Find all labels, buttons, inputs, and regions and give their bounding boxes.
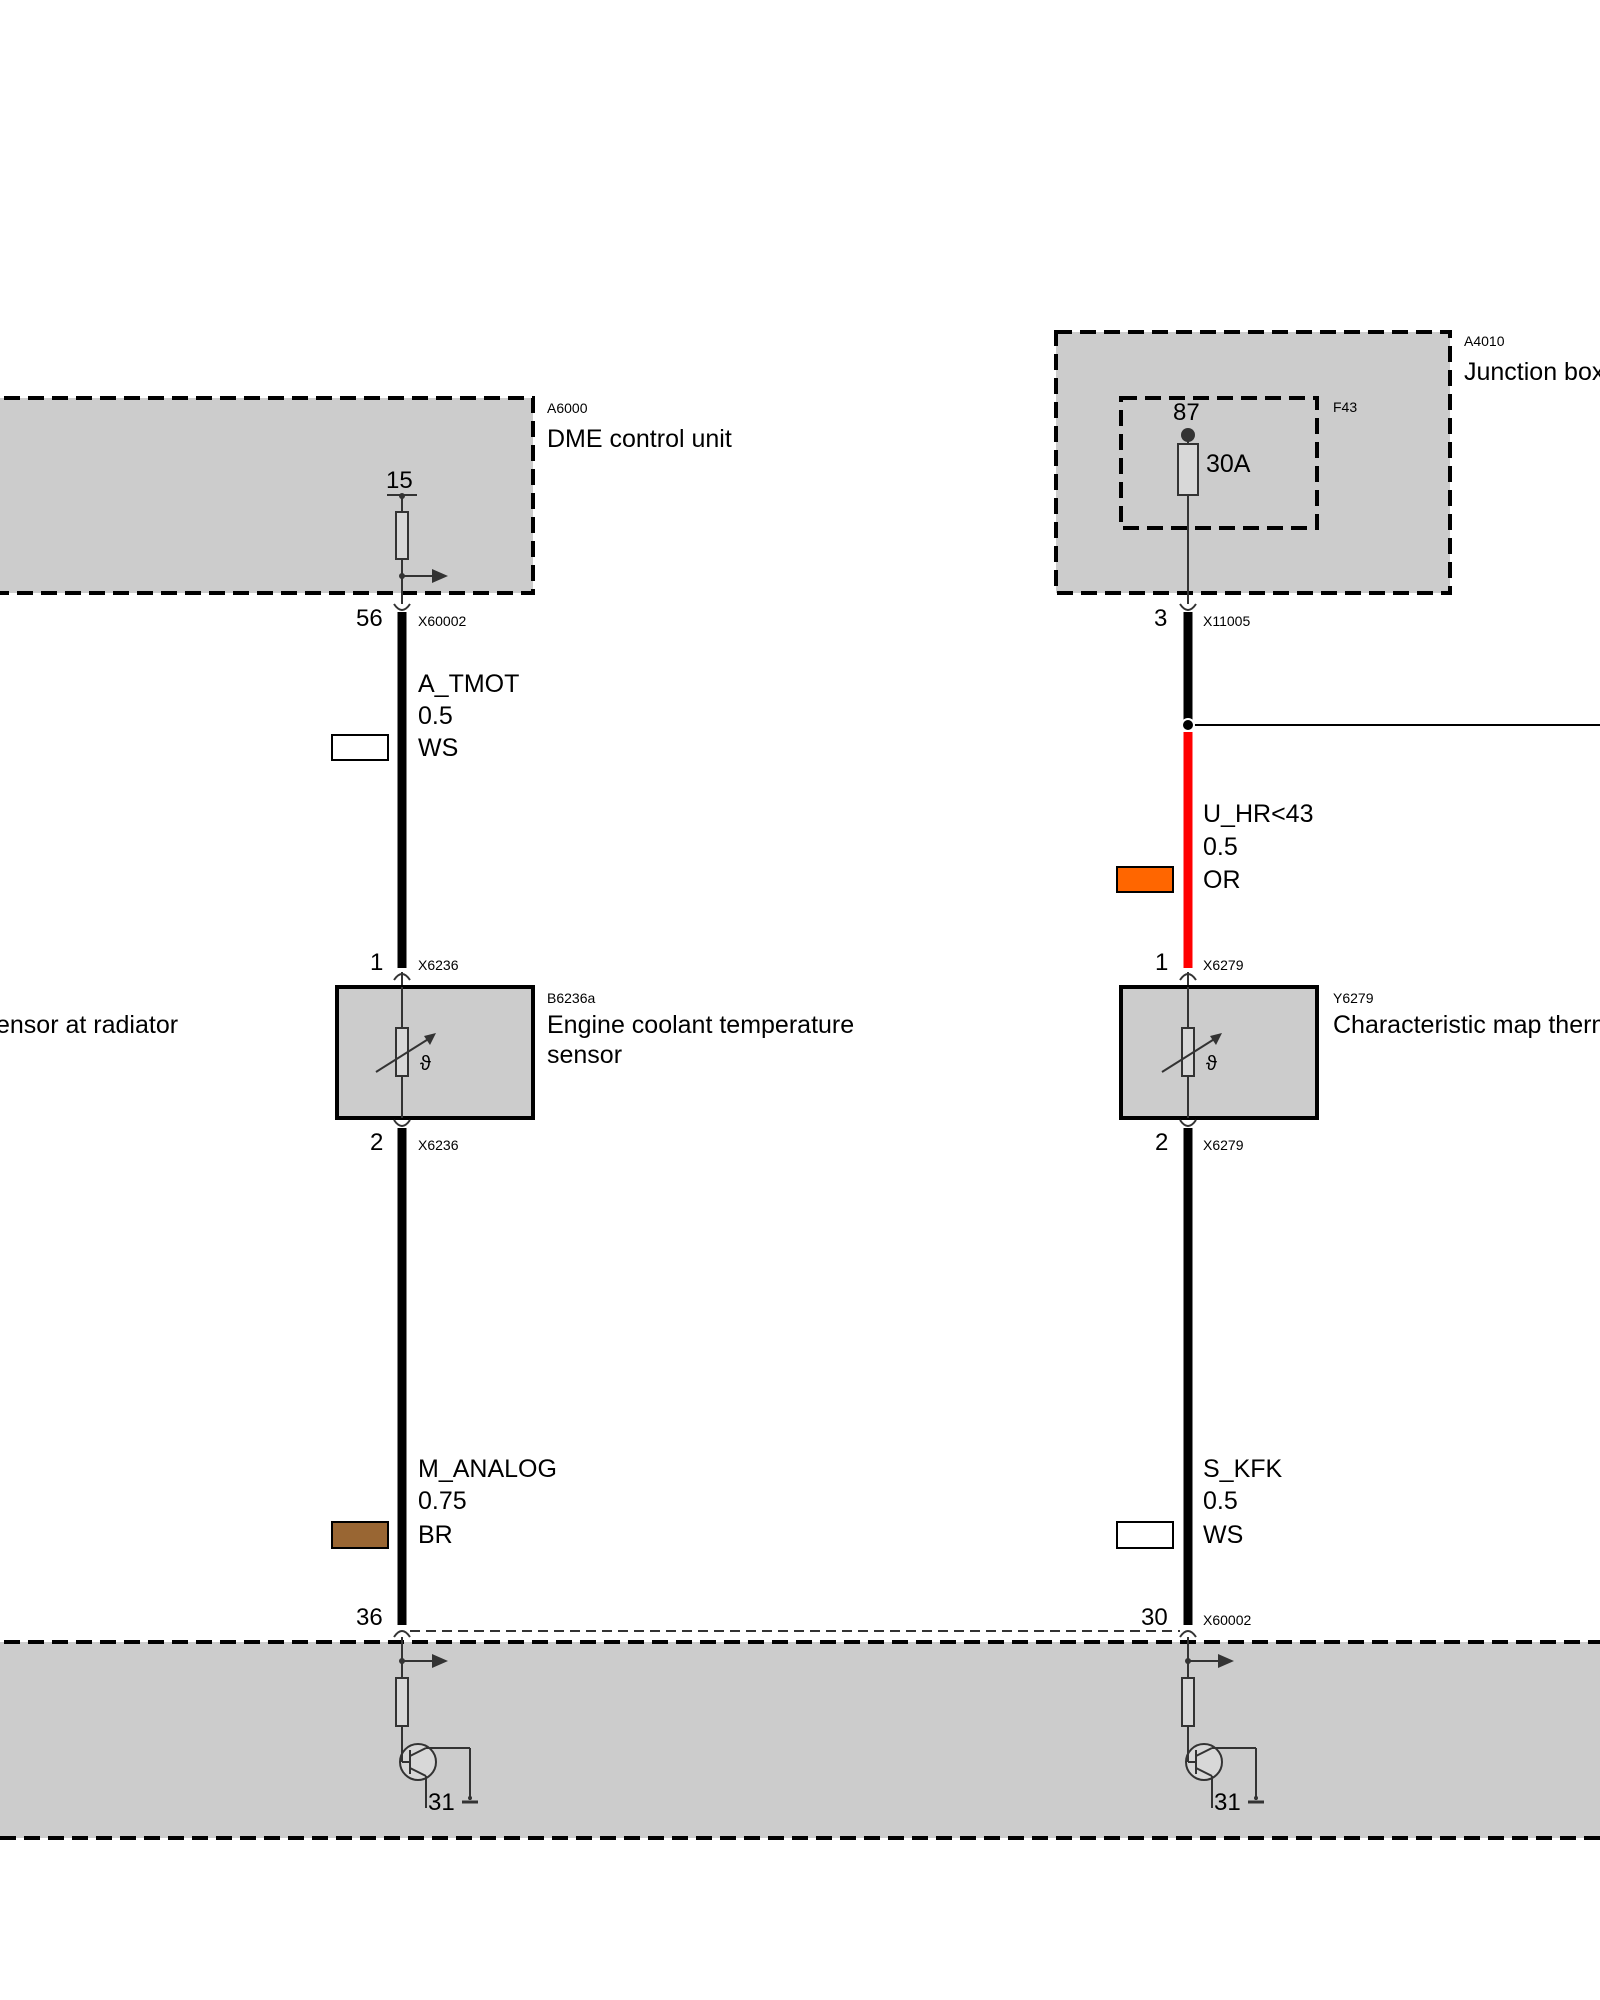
connector-icon bbox=[393, 1630, 411, 1638]
ground-31-left-label: 31 bbox=[428, 1789, 455, 1816]
transistor-icon bbox=[399, 1742, 471, 1808]
x6279-top-id: X6279 bbox=[1203, 957, 1244, 973]
pin-30-label: 30 bbox=[1141, 1604, 1168, 1631]
theta-symbol: ϑ bbox=[420, 1053, 431, 1075]
s-kfk-signal: S_KFK bbox=[1203, 1455, 1283, 1483]
output-arrow-icon bbox=[432, 569, 448, 583]
connector-icon bbox=[1179, 1630, 1197, 1638]
ground-31-right-label: 31 bbox=[1214, 1789, 1241, 1816]
u-hr-gauge: 0.5 bbox=[1203, 833, 1238, 861]
coolant-sensor-name-1: Engine coolant temperature bbox=[547, 1011, 854, 1039]
junction-box-name: Junction box bbox=[1464, 358, 1600, 386]
dme-pin-15-label: 15 bbox=[386, 467, 413, 494]
junction-box-id: A4010 bbox=[1464, 333, 1505, 349]
s-kfk-swatch bbox=[1116, 1521, 1174, 1549]
coolant-sensor-box bbox=[335, 985, 535, 1120]
transistor-icon bbox=[1185, 1742, 1257, 1808]
ground-icon bbox=[462, 1796, 478, 1804]
connector-icon bbox=[1179, 1119, 1197, 1127]
s-kfk-color: WS bbox=[1203, 1521, 1243, 1549]
x6279-pin-2-label: 2 bbox=[1155, 1129, 1168, 1156]
x6279-pin-1-label: 1 bbox=[1155, 949, 1168, 976]
x60002-bottom-id: X60002 bbox=[1203, 1612, 1251, 1628]
junction-box bbox=[1054, 330, 1452, 595]
dme-id: A6000 bbox=[547, 400, 588, 416]
u-hr-swatch bbox=[1116, 866, 1174, 893]
output-arrow-icon bbox=[432, 1654, 448, 1668]
dme-name: DME control unit bbox=[547, 425, 732, 453]
coolant-sensor-id: B6236a bbox=[547, 990, 595, 1006]
radiator-sensor-label: ensor at radiator bbox=[0, 1011, 178, 1039]
u-hr-signal: U_HR<43 bbox=[1203, 800, 1313, 828]
a-tmot-color: WS bbox=[418, 734, 458, 762]
x6236-bottom-id: X6236 bbox=[418, 1137, 459, 1153]
u-hr-color: OR bbox=[1203, 866, 1241, 894]
m-analog-gauge: 0.75 bbox=[418, 1487, 467, 1515]
output-arrow-icon bbox=[1218, 1654, 1234, 1668]
fuse-rating: 30A bbox=[1206, 450, 1251, 478]
x6236-pin-2-label: 2 bbox=[370, 1129, 383, 1156]
pin-36-label: 36 bbox=[356, 1604, 383, 1631]
resistor-icon bbox=[395, 1677, 409, 1727]
splice-dot-icon bbox=[1181, 718, 1195, 732]
connector-icon bbox=[1179, 603, 1197, 611]
dme-bottom-box bbox=[0, 1640, 1600, 1840]
x11005-pin-label: 3 bbox=[1154, 605, 1167, 632]
m-analog-swatch bbox=[331, 1521, 389, 1549]
fuse-pin-87: 87 bbox=[1173, 399, 1200, 426]
x6236-top-id: X6236 bbox=[418, 957, 459, 973]
connector-icon bbox=[393, 1119, 411, 1127]
pin-56-label: 56 bbox=[356, 605, 383, 632]
resistor-icon bbox=[1181, 1677, 1195, 1727]
x11005-id: X11005 bbox=[1203, 613, 1250, 629]
thermostat-name: Characteristic map therm bbox=[1333, 1011, 1600, 1039]
fuse-id: F43 bbox=[1333, 399, 1357, 415]
resistor-icon bbox=[395, 511, 409, 560]
a-tmot-gauge: 0.5 bbox=[418, 702, 453, 730]
a-tmot-signal: A_TMOT bbox=[418, 670, 519, 698]
fuse-f43-box bbox=[1119, 396, 1319, 530]
x6279-bottom-id: X6279 bbox=[1203, 1137, 1244, 1153]
m-analog-signal: M_ANALOG bbox=[418, 1455, 557, 1483]
s-kfk-gauge: 0.5 bbox=[1203, 1487, 1238, 1515]
dme-control-unit-box bbox=[0, 396, 535, 595]
thermostat-box bbox=[1119, 985, 1319, 1120]
theta-symbol: ϑ bbox=[1206, 1053, 1217, 1075]
x60002-top-id: X60002 bbox=[418, 613, 466, 629]
x6236-pin-1-label: 1 bbox=[370, 949, 383, 976]
ground-icon bbox=[1248, 1796, 1264, 1804]
a-tmot-swatch bbox=[331, 734, 389, 761]
thermostat-id: Y6279 bbox=[1333, 990, 1374, 1006]
fuse-icon bbox=[1177, 443, 1199, 496]
connector-icon bbox=[393, 603, 411, 611]
m-analog-color: BR bbox=[418, 1521, 453, 1549]
coolant-sensor-name-2: sensor bbox=[547, 1041, 622, 1069]
